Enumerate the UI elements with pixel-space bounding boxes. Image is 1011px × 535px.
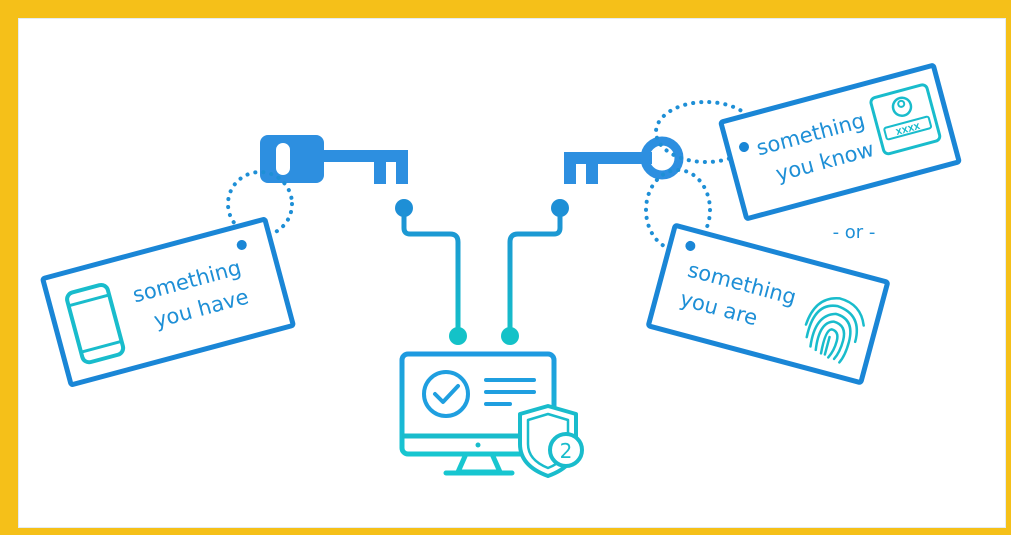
or-separator: - or - — [833, 222, 876, 243]
tag-something-you-have: something you have — [40, 217, 296, 387]
id-card-icon: XXXX — [869, 83, 942, 156]
left-key-icon — [260, 135, 408, 184]
tag-something-you-are: something you are — [646, 223, 890, 385]
badge-number-text: 2 — [560, 439, 573, 463]
checkmark-icon — [422, 370, 470, 418]
badge-number: 2 — [548, 432, 584, 468]
smartphone-icon — [65, 282, 126, 365]
left-wire — [395, 199, 467, 345]
monitor-text-lines — [484, 378, 536, 406]
right-wire — [501, 199, 569, 345]
right-key-icon — [564, 136, 684, 184]
fingerprint-icon — [804, 297, 865, 364]
tag-something-you-know: something you know XXXX — [718, 63, 962, 221]
